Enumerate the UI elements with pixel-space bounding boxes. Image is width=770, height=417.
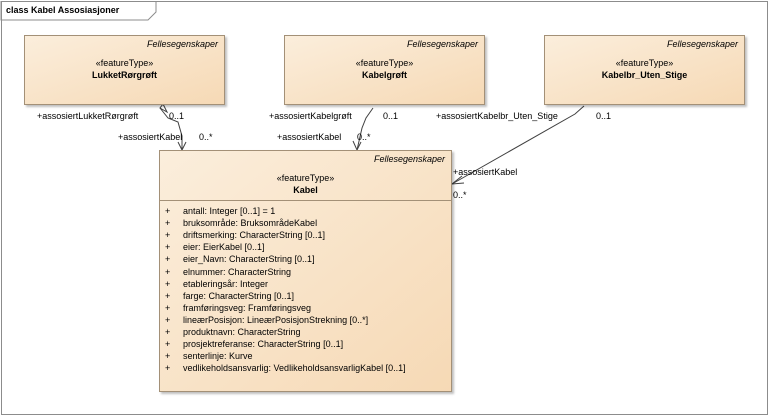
attribute-row: + framføringsveg: Framføringsveg [165,303,311,315]
package-label: Fellesegenskaper [406,39,478,49]
visibility-marker: + [165,327,171,337]
association-grøft-kabel [356,107,374,151]
class-name: Kabelbr_Uten_Stige [601,70,688,80]
visibility-marker: + [165,290,171,301]
attribute-text: senterlinje: Kurve [183,351,253,362]
attribute-row: + lineærPosisjon: LineærPosisjonStrekning… [165,315,368,327]
multiplicity-kabelgroft: 0..1 [383,111,399,121]
attribute-text: prosjektreferanse: CharacterString [0..1… [183,339,344,350]
attribute-row: + driftsmerking: CharacterString [0..1] [165,230,325,242]
attribute-row: + bruksområde: BruksområdeKabel [165,218,317,230]
attribute-text: antall: Integer [0..1] = 1 [183,206,276,216]
association-bru-kabel [451,105,585,185]
role-assosiert-kabel-1: +assosiertKabel [118,132,183,142]
attribute-row: + etableringsår: Integer [165,279,268,291]
attribute-row: + prosjektreferanse: CharacterString [0..… [165,339,343,351]
attribute-row: + elnummer: CharacterString [165,267,291,279]
role-assosiert-kabelbr: +assosiertKabelbr_Uten_Stige [436,111,558,121]
visibility-marker: + [165,302,171,313]
class-lukketrorgroft[interactable]: Fellesegenskaper «featureType» LukketRør… [24,35,225,105]
multiplicity-kabel-2: 0..* [357,132,371,142]
package-label: Fellesegenskaper [373,154,445,164]
visibility-marker: + [165,266,171,277]
multiplicity-kabel-3: 0..* [453,190,467,200]
role-assosiert-kabelgroft: +assosiertKabelgrøft [269,111,352,121]
attribute-text: framføringsveg: Framføringsveg [183,302,312,313]
attribute-divider [160,200,451,201]
package-label: Fellesegenskaper [146,39,218,49]
attribute-text: etableringsår: Integer [183,278,269,289]
multiplicity-kabel-1: 0..* [199,132,213,142]
attribute-row: + senterlinje: Kurve [165,351,253,363]
attribute-text: eier: EierKabel [0..1] [183,242,265,253]
visibility-marker: + [165,218,171,229]
class-name: Kabelgrøft [362,70,407,80]
class-name: Kabel [293,185,318,195]
role-assosiert-lukket: +assosiertLukketRørgrøft [37,111,139,121]
multiplicity-lukket: 0..1 [169,111,185,121]
stereotype-label: «featureType» [95,58,154,68]
class-kabel[interactable]: Fellesegenskaper «featureType» Kabel + an… [159,150,452,392]
class-kabelgroft[interactable]: Fellesegenskaper «featureType» Kabelgrøf… [284,35,485,105]
visibility-marker: + [165,363,171,374]
visibility-marker: + [165,230,171,241]
visibility-marker: + [165,254,171,265]
multiplicity-kabelbr: 0..1 [596,111,612,121]
attribute-text: lineærPosisjon: LineærPosisjonStrekning … [183,314,369,325]
visibility-marker: + [165,278,171,289]
attribute-text: vedlikeholdsansvarlig: Vedlikeholdsansva… [183,363,406,374]
package-label: Fellesegenskaper [666,39,738,49]
attribute-row: + eier: EierKabel [0..1] [165,242,265,254]
attribute-row: + eier_Navn: CharacterString [0..1] [165,254,315,266]
arrowhead-bru [450,175,465,185]
association-lukket-kabel [159,107,183,150]
visibility-marker: + [165,242,171,253]
stereotype-label: «featureType» [355,58,414,68]
visibility-marker: + [165,351,171,362]
visibility-marker: + [165,206,171,216]
role-assosiert-kabel-3: +assosiertKabel [453,167,518,177]
role-assosiert-kabel-2: +assosiertKabel [277,132,342,142]
stereotype-label: «featureType» [276,173,335,183]
attribute-row: + vedlikeholdsansvarlig: Vedlikeholdsansv… [165,363,406,375]
attribute-text: eier_Navn: CharacterString [0..1] [183,254,315,265]
class-name: LukketRørgrøft [92,70,157,80]
attribute-text: driftsmerking: CharacterString [0..1] [183,230,326,241]
attribute-row: + produktnavn: CharacterString [165,327,301,339]
diagram-title: class Kabel Assosiasjoner [6,5,120,15]
attribute-text: elnummer: CharacterString [183,266,292,277]
visibility-marker: + [165,339,171,350]
frame-tab-outline [0,1,157,21]
attribute-text: farge: CharacterString [0..1] [183,290,295,301]
attribute-row: + antall: Integer [0..1] = 1 [165,206,275,218]
stereotype-label: «featureType» [615,58,674,68]
attribute-text: bruksområde: BruksområdeKabel [183,218,318,229]
attribute-row: + farge: CharacterString [0..1] [165,291,294,303]
attribute-text: produktnavn: CharacterString [183,327,301,337]
visibility-marker: + [165,314,171,325]
class-kabelbr-uten-stige[interactable]: Fellesegenskaper «featureType» Kabelbr_U… [544,35,745,105]
